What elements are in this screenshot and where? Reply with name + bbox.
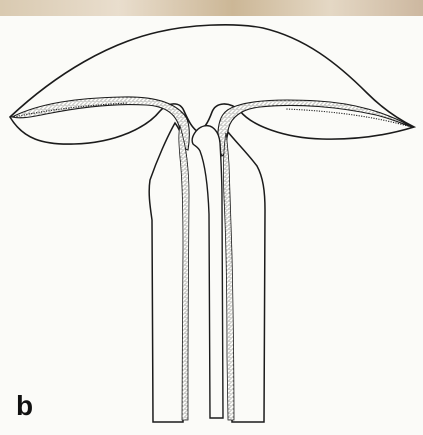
central-column [192,126,223,418]
panel-label: b [16,392,33,420]
right-gill-band [218,100,412,156]
cap-outline [10,25,414,144]
